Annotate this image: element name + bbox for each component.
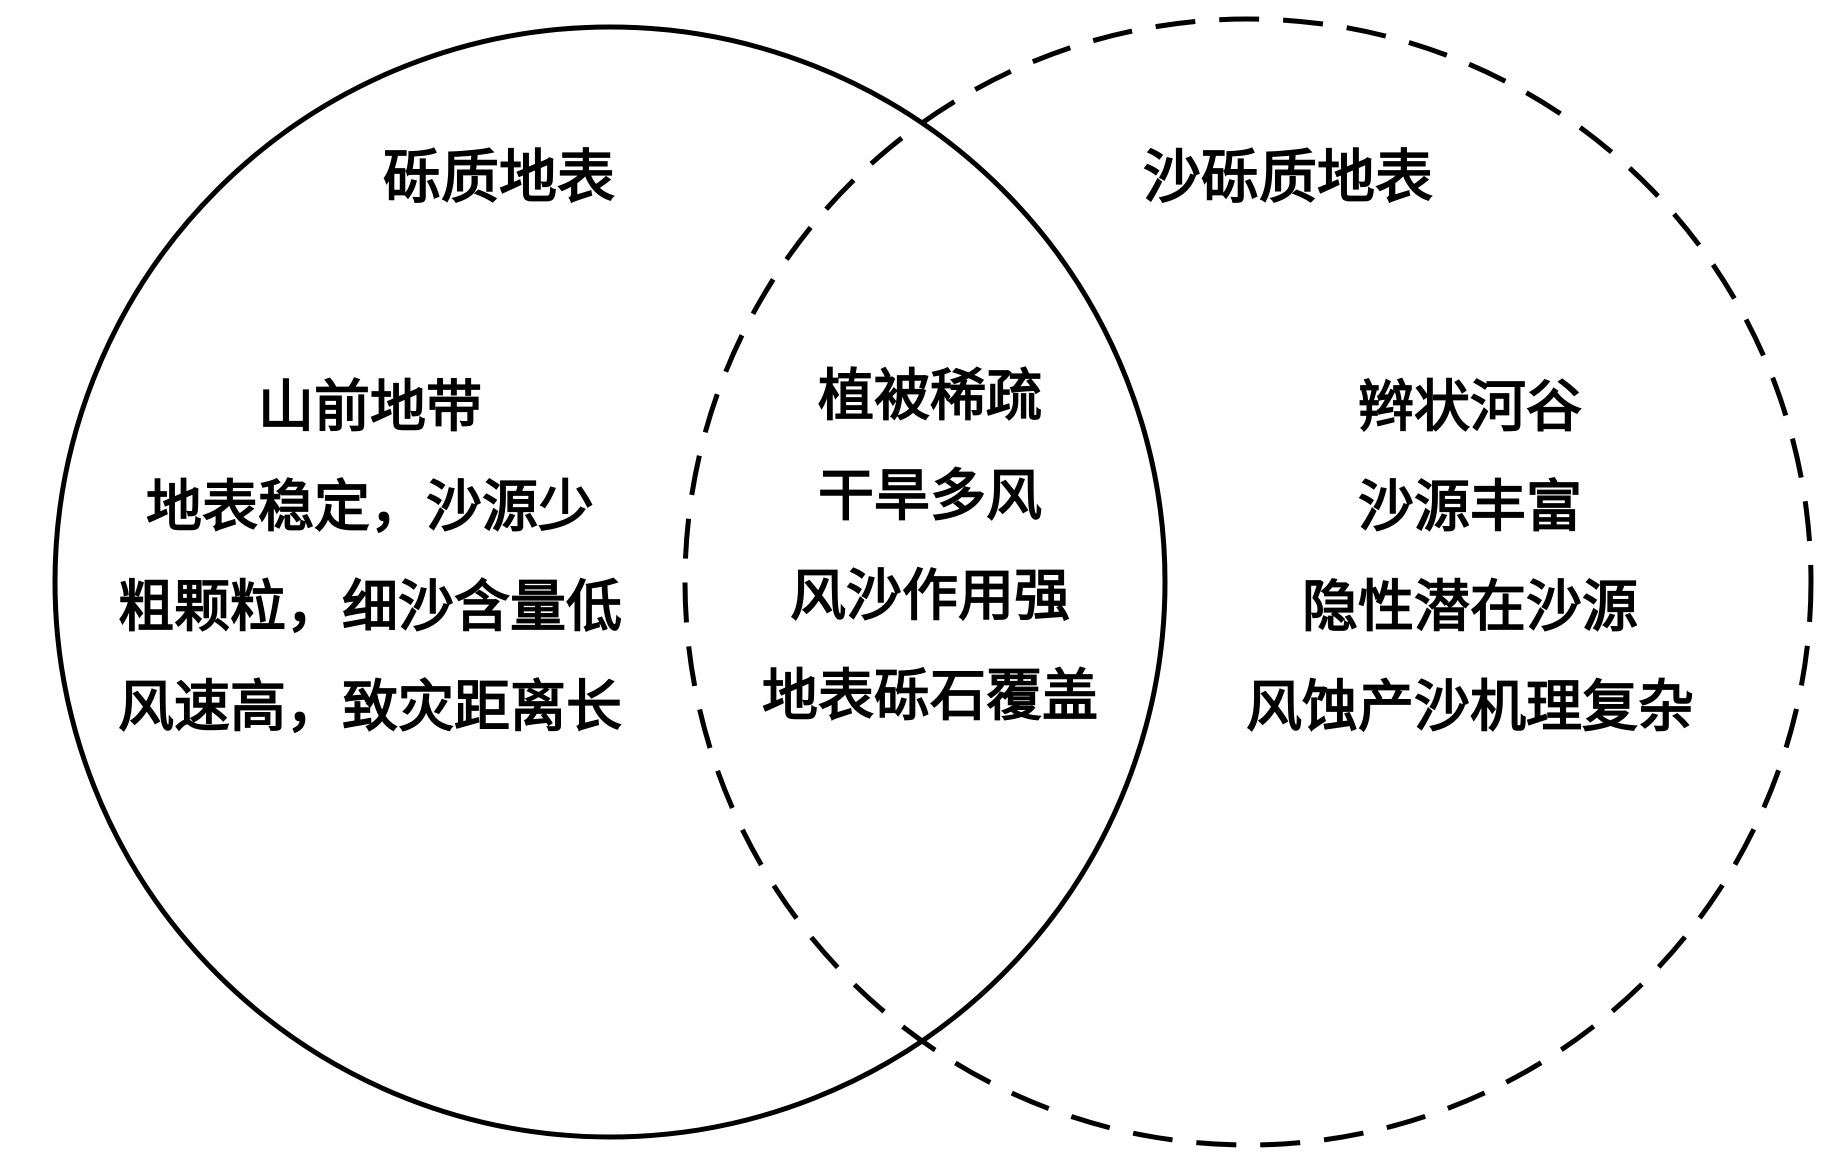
left-set-items: 山前地带 地表稳定，沙源少 粗颗粒，细沙含量低 风速高，致灾距离长 xyxy=(70,357,670,757)
intersection-items: 植被稀疏 干旱多风 风沙作用强 地表砾石覆盖 xyxy=(720,346,1140,746)
intersection-item: 植被稀疏 xyxy=(818,363,1042,429)
left-set-item: 地表稳定，沙源少 xyxy=(146,474,594,540)
right-set-item: 沙源丰富 xyxy=(1358,474,1582,540)
left-set-title: 砾质地表 xyxy=(383,143,616,211)
left-set-item: 风速高，致灾距离长 xyxy=(118,674,622,740)
right-set-item: 辫状河谷 xyxy=(1358,374,1582,440)
right-set-circle xyxy=(682,16,1814,1148)
right-set-item: 风蚀产沙机理复杂 xyxy=(1246,674,1694,740)
intersection-item: 地表砾石覆盖 xyxy=(762,663,1098,729)
right-set-item: 隐性潜在沙源 xyxy=(1302,574,1638,640)
intersection-item: 风沙作用强 xyxy=(790,563,1070,629)
left-set-circle xyxy=(52,24,1168,1140)
intersection-item: 干旱多风 xyxy=(818,463,1042,529)
left-set-item: 山前地带 xyxy=(258,374,482,440)
right-set-items: 辫状河谷 沙源丰富 隐性潜在沙源 风蚀产沙机理复杂 xyxy=(1210,357,1730,757)
left-set-item: 粗颗粒，细沙含量低 xyxy=(118,574,622,640)
right-set-title: 沙砾质地表 xyxy=(1143,143,1434,211)
